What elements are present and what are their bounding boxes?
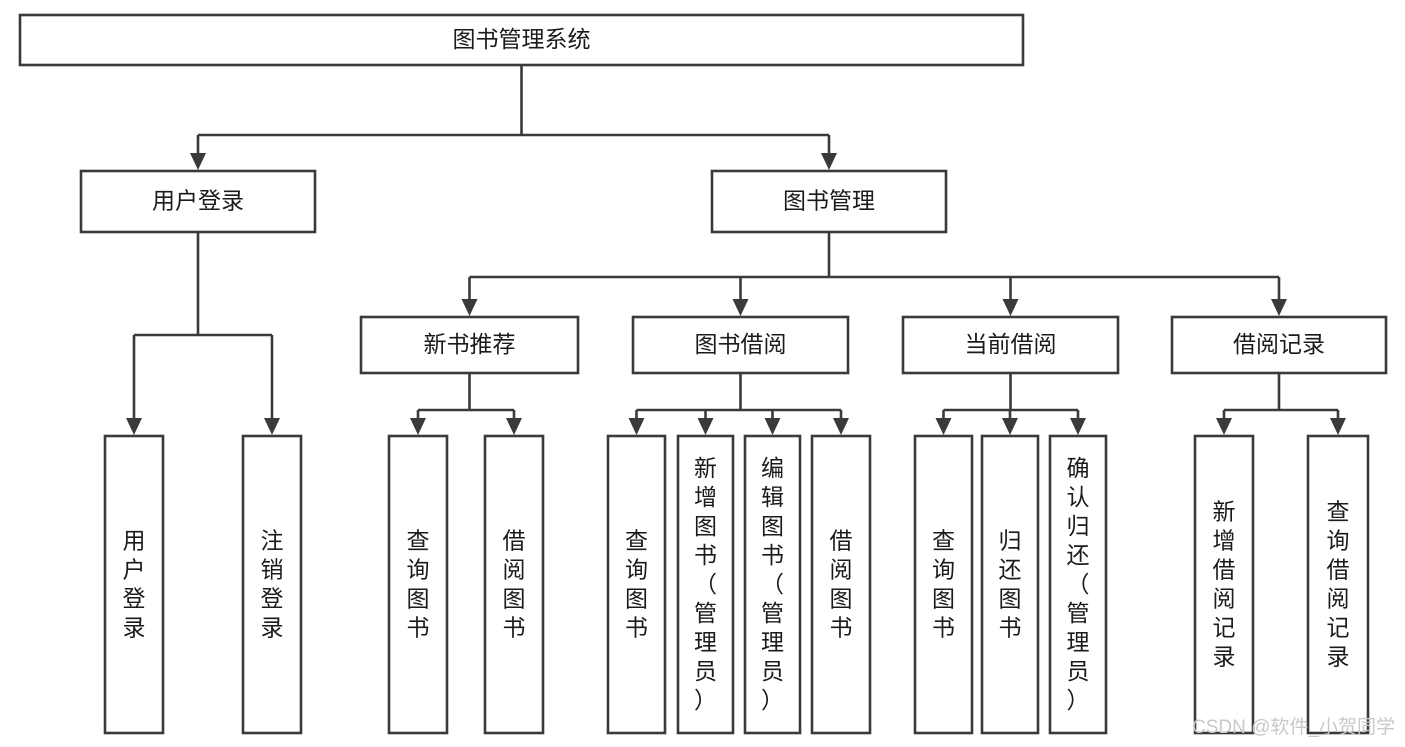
node-box-leaf-confirm-return <box>1048 434 1108 735</box>
arrow-head-icon <box>628 418 645 435</box>
node-leaf-add-book[interactable]: 新增图书（管理员） <box>676 434 735 735</box>
node-box-leaf-add-book <box>676 434 735 735</box>
node-label-current-borrow: 当前借阅 <box>965 331 1057 357</box>
connector-layer <box>126 65 1346 435</box>
node-borrow-record[interactable]: 借阅记录 <box>1170 315 1388 375</box>
node-leaf-query-book-3[interactable]: 查询图书 <box>913 434 974 735</box>
node-root[interactable]: 图书管理系统 <box>18 13 1025 67</box>
node-box-book-management <box>710 169 948 234</box>
node-label-leaf-query-book-3: 查询图书 <box>932 528 955 641</box>
node-book-management[interactable]: 图书管理 <box>710 169 948 234</box>
node-label-leaf-user-login: 用户登录 <box>123 528 146 641</box>
node-label-leaf-query-record: 查询借阅记录 <box>1327 499 1350 670</box>
node-box-leaf-query-book-3 <box>913 434 974 735</box>
node-label-book-borrow: 图书借阅 <box>695 331 787 357</box>
node-leaf-borrow-book-2[interactable]: 借阅图书 <box>810 434 872 735</box>
node-leaf-confirm-return[interactable]: 确认归还（管理员） <box>1048 434 1108 735</box>
arrow-head-icon <box>126 418 142 435</box>
node-label-leaf-edit-book: 编辑图书（管理员） <box>761 455 784 713</box>
arrow-head-icon <box>833 418 849 435</box>
node-box-leaf-query-book-2 <box>606 434 667 735</box>
arrow-head-icon <box>264 418 280 435</box>
node-label-user-login: 用户登录 <box>152 188 244 214</box>
node-box-book-borrow <box>631 315 850 375</box>
node-leaf-query-book-1[interactable]: 查询图书 <box>387 434 449 735</box>
node-label-new-book-recommend: 新书推荐 <box>424 331 516 357</box>
arrow-head-icon <box>732 299 749 316</box>
node-box-leaf-borrow-book-1 <box>483 434 545 735</box>
node-label-root: 图书管理系统 <box>453 26 591 52</box>
node-leaf-user-login[interactable]: 用户登录 <box>103 434 165 735</box>
node-box-leaf-return-book <box>980 434 1040 735</box>
node-current-borrow[interactable]: 当前借阅 <box>901 315 1120 375</box>
node-label-leaf-borrow-book-1: 借阅图书 <box>503 528 526 641</box>
node-book-borrow[interactable]: 图书借阅 <box>631 315 850 375</box>
arrow-head-icon <box>1216 418 1232 435</box>
arrow-head-icon <box>410 418 426 435</box>
node-leaf-query-record[interactable]: 查询借阅记录 <box>1306 434 1370 735</box>
arrow-head-icon <box>697 418 714 435</box>
node-box-new-book-recommend <box>359 315 580 375</box>
node-box-current-borrow <box>901 315 1120 375</box>
arrow-head-icon <box>190 153 206 170</box>
node-box-leaf-query-record <box>1306 434 1370 735</box>
node-label-leaf-add-book: 新增图书（管理员） <box>694 455 717 713</box>
arrow-head-icon <box>1002 299 1019 316</box>
arrow-head-icon <box>935 418 952 435</box>
node-label-leaf-query-book-1: 查询图书 <box>407 528 430 641</box>
node-layer: 图书管理系统用户登录图书管理新书推荐图书借阅当前借阅借阅记录用户登录注销登录查询… <box>18 13 1388 735</box>
node-leaf-return-book[interactable]: 归还图书 <box>980 434 1040 735</box>
node-label-leaf-add-record: 新增借阅记录 <box>1213 499 1236 670</box>
node-label-leaf-query-book-2: 查询图书 <box>625 528 648 641</box>
node-box-leaf-logout <box>241 434 303 735</box>
arrow-head-icon <box>1330 418 1346 435</box>
arrow-head-icon <box>461 299 478 316</box>
node-new-book-recommend[interactable]: 新书推荐 <box>359 315 580 375</box>
node-leaf-edit-book[interactable]: 编辑图书（管理员） <box>743 434 802 735</box>
node-box-borrow-record <box>1170 315 1388 375</box>
node-leaf-logout[interactable]: 注销登录 <box>241 434 303 735</box>
node-label-borrow-record: 借阅记录 <box>1233 331 1325 357</box>
node-box-leaf-edit-book <box>743 434 802 735</box>
node-box-leaf-user-login <box>103 434 165 735</box>
node-label-leaf-borrow-book-2: 借阅图书 <box>830 528 853 641</box>
arrow-head-icon <box>1271 299 1287 316</box>
node-box-leaf-borrow-book-2 <box>810 434 872 735</box>
node-leaf-add-record[interactable]: 新增借阅记录 <box>1193 434 1255 735</box>
node-label-book-management: 图书管理 <box>783 188 875 214</box>
node-leaf-borrow-book-1[interactable]: 借阅图书 <box>483 434 545 735</box>
node-user-login[interactable]: 用户登录 <box>79 169 317 234</box>
node-box-leaf-query-book-1 <box>387 434 449 735</box>
csdn-watermark: CSDN @软件_小贺同学 <box>1192 716 1395 738</box>
node-leaf-query-book-2[interactable]: 查询图书 <box>606 434 667 735</box>
arrow-head-icon <box>506 418 522 435</box>
arrow-head-icon <box>764 418 781 435</box>
arrow-head-icon <box>821 153 837 170</box>
node-label-leaf-return-book: 归还图书 <box>999 528 1022 641</box>
node-box-leaf-add-record <box>1193 434 1255 735</box>
node-label-leaf-confirm-return: 确认归还（管理员） <box>1067 455 1090 713</box>
node-box-user-login <box>79 169 317 234</box>
node-box-root <box>18 13 1025 67</box>
node-label-leaf-logout: 注销登录 <box>261 528 284 641</box>
arrow-head-icon <box>1070 418 1086 435</box>
arrow-head-icon <box>1002 418 1018 435</box>
